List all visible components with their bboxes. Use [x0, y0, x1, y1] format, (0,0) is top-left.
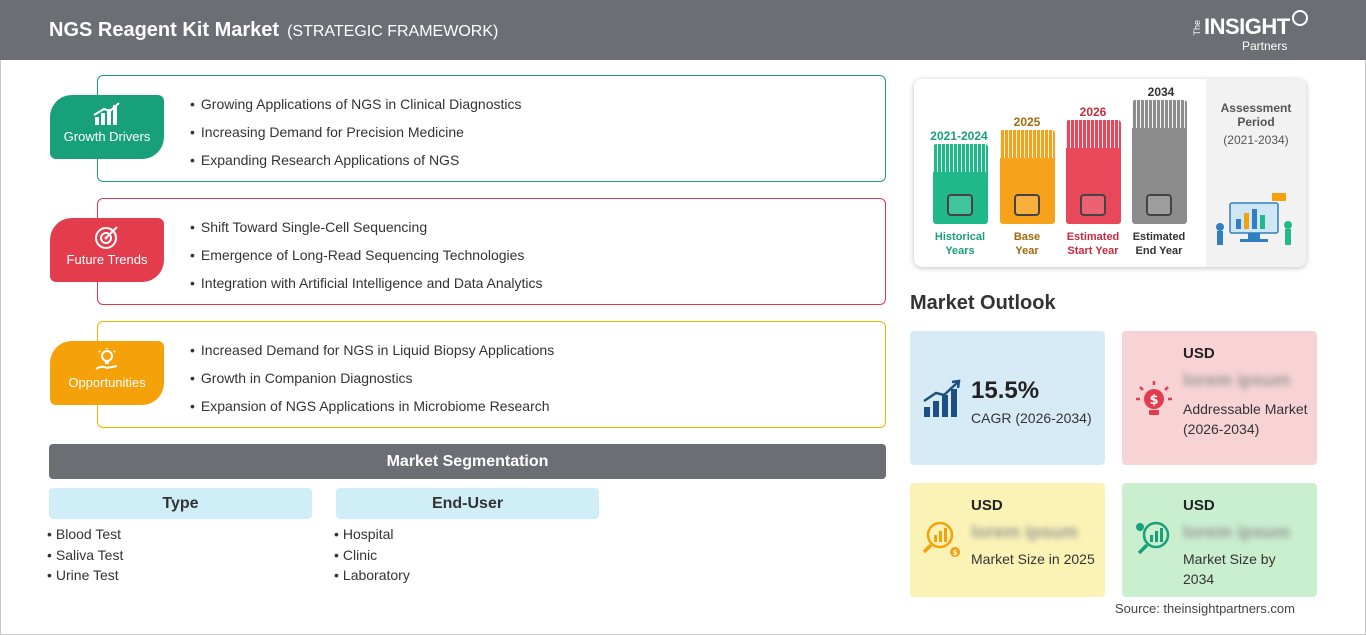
- source-note[interactable]: Source: theinsightpartners.com: [1115, 601, 1295, 616]
- market-size-2025-card: $ USD lorem ipsum Market Size in 2025: [910, 483, 1105, 597]
- bar-base: [1000, 130, 1055, 224]
- list-item: Increased Demand for NGS in Liquid Biops…: [190, 342, 554, 370]
- market-size-2034-card: USD lorem ipsum Market Size by 2034: [1122, 483, 1317, 597]
- list-item: Saliva Test: [47, 547, 123, 568]
- list-item: Urine Test: [47, 567, 123, 588]
- page-subtitle: (STRATEGIC FRAMEWORK): [287, 23, 499, 40]
- bar-year-historical: 2021-2024: [930, 129, 988, 143]
- market-outlook-title: Market Outlook: [910, 292, 1056, 314]
- size-2025-value-blurred: lorem ipsum: [971, 522, 1079, 542]
- growth-drivers-box: Growing Applications of NGS in Clinical …: [97, 75, 886, 182]
- list-item: Expanding Research Applications of NGS: [190, 152, 522, 180]
- list-item: Laboratory: [334, 567, 410, 588]
- cagr-label: CAGR (2026-2034): [971, 410, 1092, 426]
- logo-ring-icon: [1292, 10, 1308, 26]
- bar-year-end: 2034: [1147, 85, 1175, 99]
- monitor-chart-icon: [1146, 194, 1172, 216]
- magnifier-growth-icon: [1136, 521, 1170, 555]
- growth-chart-icon: [93, 102, 120, 125]
- calendar-icon: [1014, 194, 1040, 216]
- history-icon: [947, 194, 973, 216]
- size-2025-currency: USD: [971, 497, 1003, 514]
- future-trends-label: Future Trends: [66, 252, 148, 267]
- logo-brand: INSIGHT: [1204, 14, 1290, 39]
- growth-drivers-label: Growth Drivers: [63, 129, 151, 144]
- bar-year-base: 2025: [1013, 115, 1041, 129]
- cagr-card: 15.5% CAGR (2026-2034): [910, 331, 1105, 465]
- list-item: Blood Test: [47, 526, 123, 547]
- segment-type-header: Type: [49, 488, 312, 519]
- logo-partners: Partners: [1242, 39, 1288, 53]
- segment-end-user-header: End-User: [336, 488, 599, 519]
- size-2025-label: Market Size in 2025: [971, 551, 1095, 567]
- idea-dollar-icon: $: [1136, 381, 1172, 415]
- future-trends-badge: Future Trends: [50, 218, 164, 282]
- opportunities-label: Opportunities: [68, 375, 146, 390]
- logo-the: The: [1192, 20, 1202, 36]
- presentation-icon: [1080, 194, 1106, 216]
- svg-text:$: $: [953, 549, 958, 557]
- size-2034-value-blurred: lorem ipsum: [1183, 522, 1291, 542]
- magnifier-chart-icon: $: [922, 521, 960, 557]
- growth-drivers-list: Growing Applications of NGS in Clinical …: [190, 96, 522, 180]
- list-item: Increasing Demand for Precision Medicine: [190, 124, 522, 152]
- list-item: Integration with Artificial Intelligence…: [190, 275, 543, 303]
- assessment-period-title: Assessment Period: [1220, 101, 1292, 129]
- lightbulb-hand-icon: [95, 348, 118, 370]
- analytics-illustration-icon: [1216, 193, 1292, 245]
- bar-pattern: [1066, 120, 1121, 148]
- size-2034-label: Market Size by 2034: [1183, 551, 1276, 587]
- segment-type-list: Blood Test Saliva Test Urine Test: [47, 526, 123, 588]
- list-item: Emergence of Long-Read Sequencing Techno…: [190, 247, 543, 275]
- market-segmentation-bar: Market Segmentation: [49, 444, 886, 479]
- svg-text:$: $: [1149, 393, 1158, 408]
- bar-end: [1132, 100, 1187, 224]
- bar-pattern: [1000, 130, 1055, 158]
- addressable-value-blurred: lorem ipsum: [1183, 370, 1291, 390]
- opportunities-list: Increased Demand for NGS in Liquid Biops…: [190, 342, 554, 426]
- future-trends-list: Shift Toward Single-Cell Sequencing Emer…: [190, 219, 543, 303]
- addressable-label: Addressable Market (2026-2034): [1183, 401, 1308, 437]
- list-item: Growing Applications of NGS in Clinical …: [190, 96, 522, 124]
- bar-year-start: 2026: [1079, 105, 1107, 119]
- list-item: Shift Toward Single-Cell Sequencing: [190, 219, 543, 247]
- assessment-period-panel: Assessment Period (2021-2034): [1206, 79, 1306, 267]
- segment-end-user-list: Hospital Clinic Laboratory: [334, 526, 410, 588]
- list-item: Hospital: [334, 526, 410, 547]
- cagr-value: 15.5%: [971, 377, 1040, 404]
- target-icon: [95, 226, 118, 249]
- bar-start: [1066, 120, 1121, 224]
- list-item: Clinic: [334, 547, 410, 568]
- assessment-period-range: (2021-2034): [1223, 133, 1289, 147]
- opportunities-badge: Opportunities: [50, 341, 164, 405]
- bar-pattern: [933, 144, 988, 172]
- bar-pattern: [1132, 100, 1187, 128]
- addressable-market-card: $ USD lorem ipsum Addressable Market (20…: [1122, 331, 1317, 465]
- opportunities-box: Increased Demand for NGS in Liquid Biops…: [97, 321, 886, 428]
- list-item: Expansion of NGS Applications in Microbi…: [190, 398, 554, 426]
- header-bar: NGS Reagent Kit Market(STRATEGIC FRAMEWO…: [0, 0, 1366, 60]
- bar-historical: [933, 144, 988, 224]
- future-trends-box: Shift Toward Single-Cell Sequencing Emer…: [97, 198, 886, 305]
- addressable-currency: USD: [1183, 345, 1215, 362]
- growth-drivers-badge: Growth Drivers: [50, 95, 164, 159]
- growth-bars-icon: [923, 379, 961, 417]
- insight-partners-logo[interactable]: The INSIGHT Partners: [1192, 8, 1322, 54]
- page-title: NGS Reagent Kit Market(STRATEGIC FRAMEWO…: [49, 19, 499, 41]
- list-item: Growth in Companion Diagnostics: [190, 370, 554, 398]
- size-2034-currency: USD: [1183, 497, 1215, 514]
